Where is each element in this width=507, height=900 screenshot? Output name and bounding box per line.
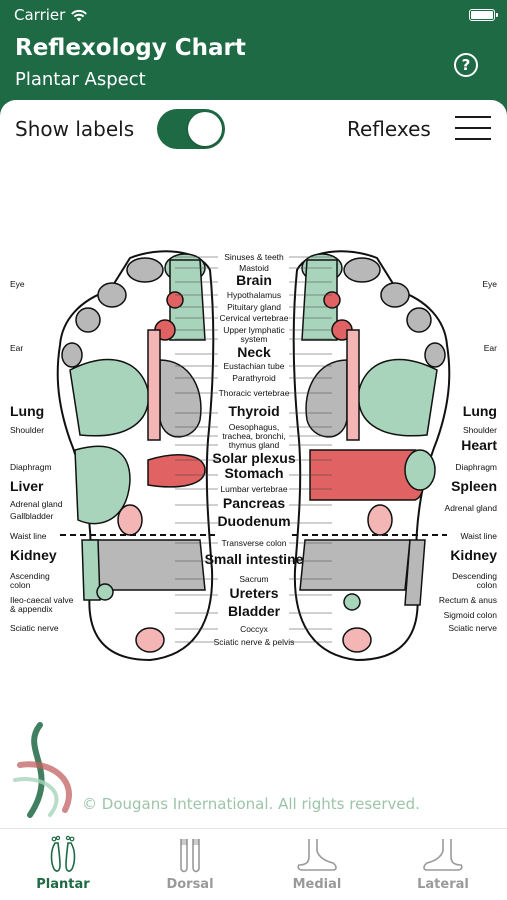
center-label: Lumbar vertebrae: [220, 484, 287, 494]
center-label: Stomach: [224, 465, 283, 481]
left-foot: [56, 250, 215, 662]
center-label: Sacrum: [239, 574, 268, 584]
right-label: Descending: [452, 571, 497, 581]
tab-lateral[interactable]: Lateral: [393, 835, 493, 897]
wifi-icon: [71, 9, 88, 21]
show-labels-label: Show labels: [15, 117, 135, 141]
tab-medial-label: Medial: [292, 877, 342, 892]
center-label: system: [241, 334, 268, 344]
left-label: Kidney: [10, 547, 57, 563]
leader-lines: [175, 256, 332, 643]
reflexes-button[interactable]: Reflexes: [347, 117, 431, 141]
right-label: Adrenal gland: [445, 503, 498, 513]
right-label: Shoulder: [463, 425, 497, 435]
copyright-text: © Dougans International. All rights rese…: [82, 795, 420, 813]
right-label: Sigmoid colon: [444, 610, 498, 620]
carrier-name: Carrier: [14, 6, 66, 24]
center-label: Thoracic vertebrae: [219, 388, 290, 398]
left-label: Ear: [10, 343, 23, 353]
right-label: Spleen: [451, 478, 497, 494]
page-title: Reflexology Chart: [15, 35, 246, 61]
right-label: colon: [477, 580, 498, 590]
carrier-info: Carrier: [14, 6, 88, 24]
reflexology-chart: Sinuses & teethMastoidBrainHypothalamusP…: [10, 250, 497, 662]
center-label: Pancreas: [223, 495, 285, 511]
right-label: Kidney: [450, 547, 497, 563]
center-label: Sciatic nerve & pelvis: [214, 637, 295, 647]
right-label: Heart: [461, 437, 497, 453]
dougans-logo-icon: [13, 722, 72, 818]
left-label: Diaphragm: [10, 462, 52, 472]
center-label: Ureters: [229, 585, 278, 601]
tab-lateral-label: Lateral: [417, 877, 469, 892]
center-label: Bladder: [228, 603, 281, 619]
dorsal-foot-icon: [180, 839, 200, 873]
tab-dorsal-label: Dorsal: [166, 877, 214, 892]
toggle-knob: [188, 112, 222, 146]
show-labels-toggle[interactable]: [157, 109, 225, 149]
center-label: Pituitary gland: [227, 302, 281, 312]
left-label: Liver: [10, 478, 44, 494]
medial-foot-icon: [297, 839, 337, 871]
right-label: Rectum & anus: [439, 595, 497, 605]
center-label: Sinuses & teeth: [224, 252, 284, 262]
left-label: & appendix: [10, 604, 53, 614]
tab-medial[interactable]: Medial: [267, 835, 367, 897]
left-side-labels: EyeEarLungShoulderDiaphragmLiverAdrenal …: [10, 279, 74, 633]
center-label: Coccyx: [240, 624, 269, 634]
right-side-labels: EyeEarLungShoulderHeartDiaphragmSpleenAd…: [439, 279, 497, 633]
left-label: Adrenal gland: [10, 499, 63, 509]
left-label: Gallbladder: [10, 511, 54, 521]
plantar-foot-icon: [50, 835, 76, 872]
header: Carrier Reflexology Chart Plantar Aspect…: [0, 0, 507, 116]
left-label: Waist line: [10, 531, 47, 541]
center-label: Cervical vertebrae: [220, 313, 289, 323]
center-label: Transverse colon: [222, 538, 287, 548]
left-label: Shoulder: [10, 425, 44, 435]
lateral-foot-icon: [423, 839, 463, 871]
status-bar: Carrier: [0, 0, 507, 30]
right-label: Eye: [482, 279, 497, 289]
page-subtitle: Plantar Aspect: [15, 69, 146, 90]
center-label: Small intestine: [205, 551, 304, 567]
center-label: Oesophagus,: [229, 422, 280, 432]
left-label: Ileo-caecal valve: [10, 595, 74, 605]
left-label: Sciatic nerve: [10, 623, 59, 633]
right-label: Diaphragm: [455, 462, 497, 472]
center-label: Hypothalamus: [227, 290, 281, 300]
right-label: Lung: [463, 403, 497, 419]
tab-plantar[interactable]: Plantar: [13, 835, 113, 897]
center-label: Eustachian tube: [224, 361, 285, 371]
right-foot: [292, 250, 451, 662]
center-labels: Sinuses & teethMastoidBrainHypothalamusP…: [205, 252, 304, 647]
tab-bar: Plantar Dorsal Medial Lateral: [0, 828, 507, 900]
right-label: Sciatic nerve: [448, 623, 497, 633]
center-label: Brain: [236, 272, 272, 288]
left-label: Lung: [10, 403, 44, 419]
tab-plantar-label: Plantar: [36, 877, 90, 892]
hamburger-menu-icon[interactable]: [455, 116, 491, 142]
center-label: Parathyroid: [232, 373, 276, 383]
center-label: Mastoid: [239, 263, 269, 273]
left-label: colon: [10, 580, 31, 590]
tab-dorsal[interactable]: Dorsal: [140, 835, 240, 897]
center-label: Duodenum: [217, 513, 290, 529]
left-label: Eye: [10, 279, 25, 289]
battery-icon: [469, 9, 498, 21]
right-label: Ear: [484, 343, 497, 353]
center-label: Upper lymphatic: [223, 325, 285, 335]
left-label: Ascending: [10, 571, 50, 581]
center-label: thymus gland: [229, 440, 280, 450]
right-label: Waist line: [460, 531, 497, 541]
center-label: Neck: [237, 344, 271, 360]
help-button[interactable]: ?: [454, 53, 478, 77]
center-label: trachea, bronchi,: [222, 431, 285, 441]
center-label: Solar plexus: [212, 450, 295, 466]
center-label: Thyroid: [228, 403, 279, 419]
